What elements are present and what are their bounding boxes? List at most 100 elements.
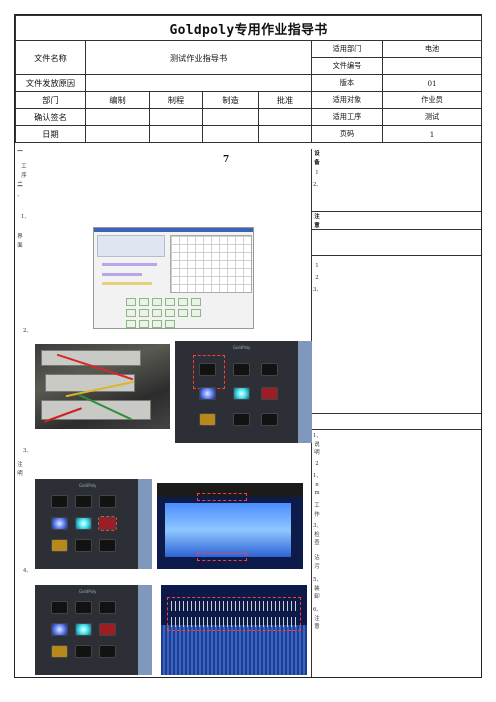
panel-key-amber xyxy=(199,413,216,426)
role-compile: 编制 xyxy=(85,91,150,109)
date-cell-3 xyxy=(202,125,259,143)
highlight-row-3 xyxy=(102,282,152,285)
work-instruction-sheet: Goldpoly专用作业指导书 文件名称 测试作业指导书 适用部门 电池 文件编… xyxy=(14,14,483,678)
page-stamp: 7 xyxy=(223,155,230,165)
panel-key xyxy=(99,539,116,552)
issue-reason-label: 文件发放原因 xyxy=(15,74,86,92)
bin-cell xyxy=(126,309,136,317)
step-3-number: 3、 xyxy=(23,448,32,454)
meta-label-page: 页码 xyxy=(311,125,383,143)
control-panel-photo-2: GoldPoly xyxy=(35,479,152,569)
confirm-sign-label: 确认签名 xyxy=(15,108,86,126)
brand-plate: GoldPoly xyxy=(233,345,251,350)
note-item-2: 2 xyxy=(315,461,319,467)
highlight-box xyxy=(197,493,247,501)
panel-side-strip xyxy=(298,341,312,443)
panel-key xyxy=(75,495,92,508)
meta-value-page: 1 xyxy=(381,125,483,143)
probe-bar-photo xyxy=(161,585,307,675)
meta-label-file-no: 文件编号 xyxy=(311,57,383,75)
panel-key xyxy=(199,363,216,376)
panel-key-red xyxy=(99,623,116,636)
panel-key xyxy=(233,413,250,426)
panel-key-amber xyxy=(51,645,68,658)
section-mark-top: 一 xyxy=(17,149,23,155)
issue-reason-value xyxy=(85,74,312,92)
procedure-area: 一 工序 二 、 1、 界面 7 xyxy=(15,149,312,677)
role-approve: 批准 xyxy=(258,91,312,109)
note-item-3: 1、nm xyxy=(313,473,322,497)
file-name-value: 测试作业指导书 xyxy=(85,40,312,75)
probe-pins xyxy=(171,601,297,611)
date-cell-1 xyxy=(85,125,150,143)
panel-key xyxy=(75,645,92,658)
note-item-1: 1、说明 xyxy=(313,433,322,457)
file-name-label: 文件名称 xyxy=(15,40,86,75)
notes-header xyxy=(312,413,481,429)
panel-key xyxy=(75,539,92,552)
iv-curve-grid xyxy=(170,235,252,293)
bin-cell xyxy=(191,298,201,306)
panel-key-red xyxy=(98,516,117,531)
meta-label-target: 适用对象 xyxy=(311,91,383,109)
sign-cell-1 xyxy=(85,108,150,126)
panel-key-lit xyxy=(233,387,250,400)
date-label: 日期 xyxy=(15,125,86,143)
note-item-6: 沾污 xyxy=(314,555,320,570)
sign-cell-4 xyxy=(258,108,312,126)
date-cell-2 xyxy=(149,125,203,143)
caution-item-1: 1 xyxy=(315,263,319,269)
panel-key-amber xyxy=(51,539,68,552)
meta-label-process: 适用工序 xyxy=(311,108,383,126)
bin-cell xyxy=(152,298,162,306)
role-process: 制程 xyxy=(149,91,203,109)
bin-cell xyxy=(126,298,136,306)
panel-key xyxy=(233,363,250,376)
bin-cell xyxy=(139,298,149,306)
highlight-box xyxy=(167,597,301,631)
note-item-4: 工作 xyxy=(314,503,320,518)
caution-item-2: 2 xyxy=(315,275,319,281)
step-1-number: 1、 xyxy=(21,214,30,220)
highlight-box xyxy=(197,553,247,561)
equipment-heading: 设备 xyxy=(314,151,320,166)
bin-cell xyxy=(152,309,162,317)
software-interface-image xyxy=(93,227,254,329)
sign-cell-3 xyxy=(202,108,259,126)
step-3-text: 注明 xyxy=(17,462,23,477)
test-stage-photo xyxy=(157,483,303,569)
panel-key xyxy=(75,601,92,614)
panel-key-lit xyxy=(75,623,92,636)
dept-label: 部门 xyxy=(15,91,86,109)
window-titlebar xyxy=(94,228,253,232)
bin-cell xyxy=(139,320,149,328)
caution-header: 注意 xyxy=(312,211,481,229)
note-item-5: 3、检查 xyxy=(313,523,322,547)
sign-cell-2 xyxy=(149,108,203,126)
bin-cell xyxy=(178,298,188,306)
caution-item-3: 3、 xyxy=(313,287,322,293)
caution-subheader xyxy=(312,229,481,255)
panel-key xyxy=(99,601,116,614)
wiring-photo xyxy=(35,344,170,429)
role-manufacture: 制造 xyxy=(202,91,259,109)
panel-side-strip xyxy=(138,585,152,675)
bin-cell xyxy=(126,320,136,328)
bin-cell xyxy=(165,320,175,328)
panel-key xyxy=(261,363,278,376)
caution-section: 1 2 3、 xyxy=(312,255,481,413)
stage-light xyxy=(165,503,291,557)
panel-key-lit xyxy=(199,387,216,400)
process-note: 工序 xyxy=(21,164,27,179)
meta-value-file-no xyxy=(381,57,483,75)
panel-key-lit xyxy=(51,517,68,530)
note-item-8: 6、注意 xyxy=(313,607,322,631)
meta-value-dept: 电池 xyxy=(381,40,483,58)
section-mark-mid: 二 xyxy=(17,182,23,188)
equipment-item-2: 2、 xyxy=(313,182,322,188)
document-title: Goldpoly专用作业指导书 xyxy=(14,15,483,41)
equipment-box xyxy=(41,350,141,366)
meta-label-version: 版本 xyxy=(311,74,383,92)
panel-key xyxy=(51,495,68,508)
notes-section: 1、说明 2 1、nm 工作 3、检查 沾污 5、装卸 6、注意 xyxy=(312,429,481,677)
